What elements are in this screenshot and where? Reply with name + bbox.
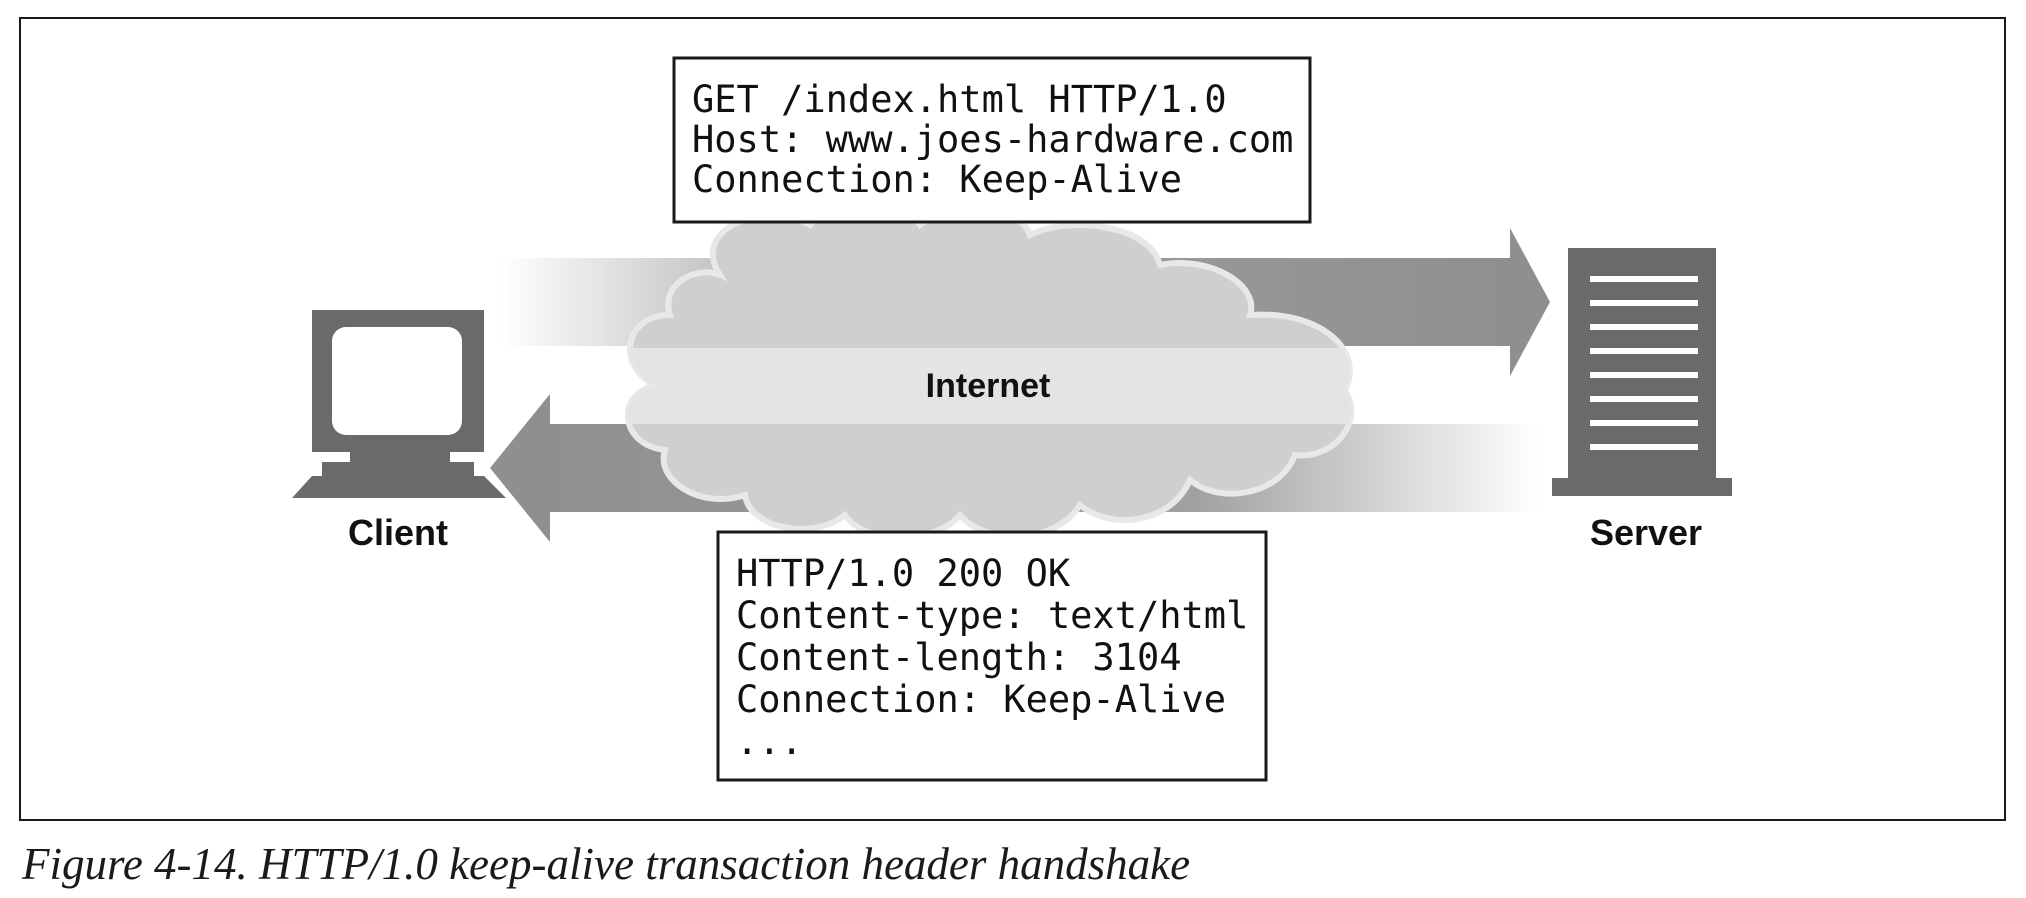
internet-label: Internet: [926, 367, 1051, 405]
response-line-2: Content-type: text/html: [736, 594, 1248, 637]
figure-frame: [19, 17, 2006, 821]
request-line-1: GET /index.html HTTP/1.0: [692, 78, 1227, 121]
response-line-5: ...: [736, 720, 803, 763]
server-tower-icon: [1552, 248, 1732, 496]
figure-caption: Figure 4-14. HTTP/1.0 keep-alive transac…: [22, 839, 1191, 889]
response-line-4: Connection: Keep-Alive: [736, 678, 1226, 721]
client-label: Client: [348, 512, 448, 553]
request-message-box: GET /index.html HTTP/1.0 Host: www.joes-…: [672, 56, 1312, 224]
request-line-2: Host: www.joes-hardware.com: [692, 118, 1293, 161]
client-computer-icon: [292, 310, 506, 498]
server-label: Server: [1590, 512, 1702, 553]
request-line-3: Connection: Keep-Alive: [692, 158, 1182, 201]
response-message-box: HTTP/1.0 200 OK Content-type: text/html …: [716, 530, 1268, 782]
cloud-band: [627, 348, 1352, 424]
response-line-1: HTTP/1.0 200 OK: [736, 552, 1071, 595]
response-line-3: Content-length: 3104: [736, 636, 1182, 679]
